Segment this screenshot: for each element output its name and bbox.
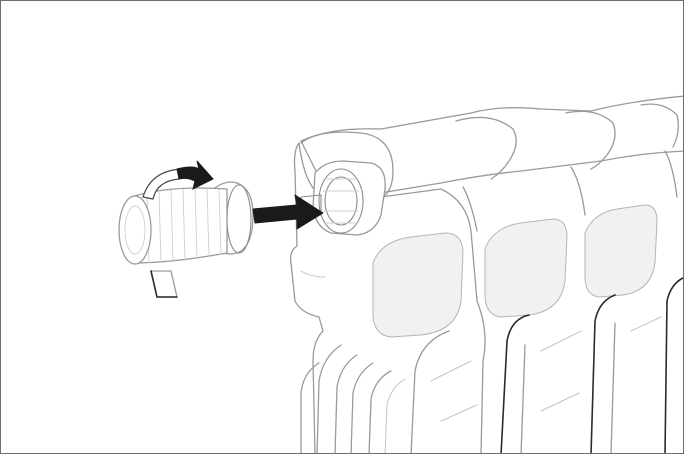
section-divider-3 xyxy=(664,150,678,198)
section-curl-4 xyxy=(640,103,679,148)
thermostat-knob xyxy=(118,181,254,298)
knob-tab-edge xyxy=(150,270,178,298)
fin-left-6 xyxy=(384,378,406,453)
section-curl-2 xyxy=(455,116,517,180)
texture-3 xyxy=(630,316,662,332)
knob-rib-4 xyxy=(182,188,186,262)
channel-line-4 xyxy=(590,294,616,453)
channel-line-1 xyxy=(410,330,450,453)
section-curl-1 xyxy=(300,131,394,200)
insert-arrow-shape xyxy=(252,194,324,230)
channel-line-3 xyxy=(520,344,526,453)
texture-4 xyxy=(300,270,326,278)
fin-left-3 xyxy=(334,354,358,453)
knob-rib-2 xyxy=(158,191,162,264)
fin-left-1 xyxy=(300,362,320,453)
section-divider-1 xyxy=(462,186,478,232)
section-window-2 xyxy=(484,218,568,318)
knob-cylinder xyxy=(130,187,228,264)
straight-right-arrow-icon xyxy=(252,194,324,230)
section-curl-3 xyxy=(565,110,616,170)
channel-line-5 xyxy=(610,322,616,453)
knob-tab xyxy=(150,270,178,298)
valve-nut-inner xyxy=(324,176,358,226)
radiator-top-header xyxy=(300,95,683,202)
knob-rib-6 xyxy=(206,187,210,258)
texture-2 xyxy=(540,330,582,352)
knob-rib-5 xyxy=(194,187,198,260)
fin-left-4 xyxy=(350,362,374,453)
valve-body xyxy=(312,160,386,236)
section-window-1 xyxy=(372,232,464,338)
section-window-3 xyxy=(584,204,658,298)
curved-rotate-arrow-icon xyxy=(142,160,214,200)
fin-left-2 xyxy=(316,344,342,453)
knob-rib-7 xyxy=(218,188,222,256)
knob-rib-3 xyxy=(170,189,174,263)
fin-left-5 xyxy=(368,370,392,453)
texture-1 xyxy=(430,360,472,382)
texture-6 xyxy=(540,392,580,412)
section-divider-2 xyxy=(570,166,586,216)
texture-5 xyxy=(440,404,478,422)
valve-nut xyxy=(318,168,364,234)
channel-line-2 xyxy=(500,314,530,453)
knob-front-face xyxy=(118,195,152,265)
knob-front-inner xyxy=(124,205,146,255)
rotate-arrow-dark-head xyxy=(176,160,214,190)
radiator xyxy=(289,95,683,453)
channel-line-6 xyxy=(664,277,683,453)
